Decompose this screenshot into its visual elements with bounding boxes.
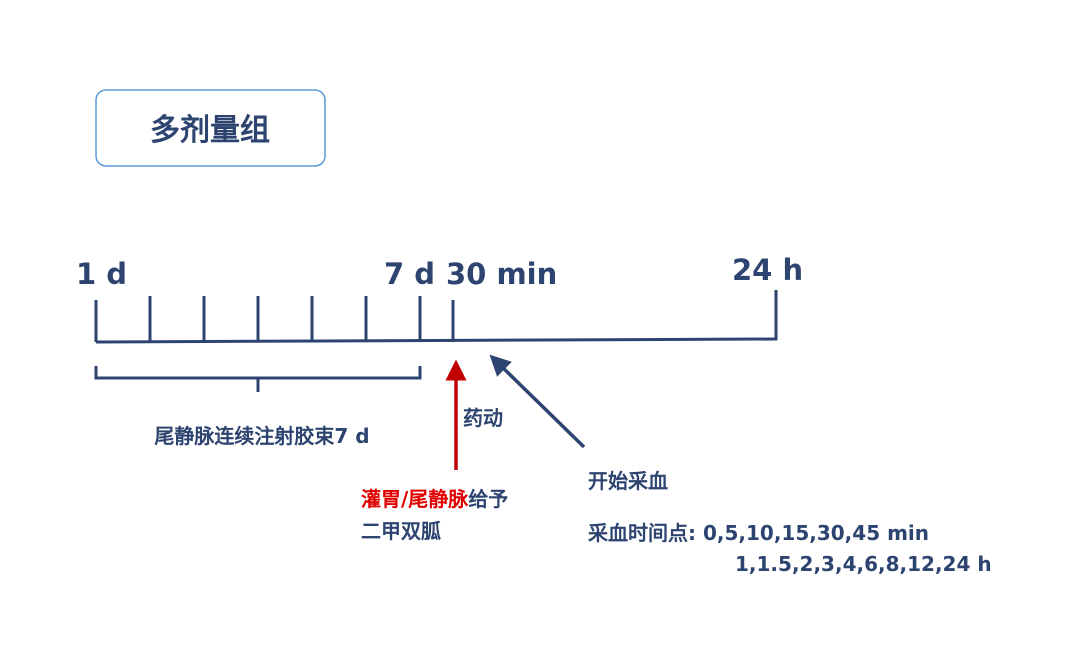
- drug-label: 二甲双胍: [361, 519, 441, 543]
- pk-label: 药动: [463, 406, 503, 430]
- label-1d: 1 d: [76, 257, 127, 291]
- start-sampling-label: 开始采血: [588, 469, 668, 493]
- label-7d: 7 d: [384, 257, 435, 291]
- brace: [94, 366, 422, 392]
- sampling-arrow: [489, 354, 586, 449]
- dosing-verb: 给予: [468, 487, 508, 511]
- title-box: 多剂量组: [95, 89, 326, 167]
- timeline: 1 d 7 d 30 min 24 h 尾静脉连续注射胶束7 d: [76, 253, 803, 448]
- label-24h: 24 h: [732, 253, 803, 287]
- dosing-label: 灌胃/尾静脉给予: [361, 487, 508, 511]
- brace-label: 尾静脉连续注射胶束7 d: [154, 424, 369, 448]
- label-30min: 30 min: [446, 257, 557, 291]
- sampling-points-line1: 采血时间点: 0,5,10,15,30,45 min: [588, 521, 929, 545]
- day-ticks: [94, 290, 778, 342]
- timeline-axis: [95, 337, 778, 344]
- dosing-route: 灌胃/尾静脉: [361, 487, 469, 511]
- sampling-points-line2: 1,1.5,2,3,4,6,8,12,24 h: [735, 552, 992, 576]
- title-text: 多剂量组: [150, 113, 270, 148]
